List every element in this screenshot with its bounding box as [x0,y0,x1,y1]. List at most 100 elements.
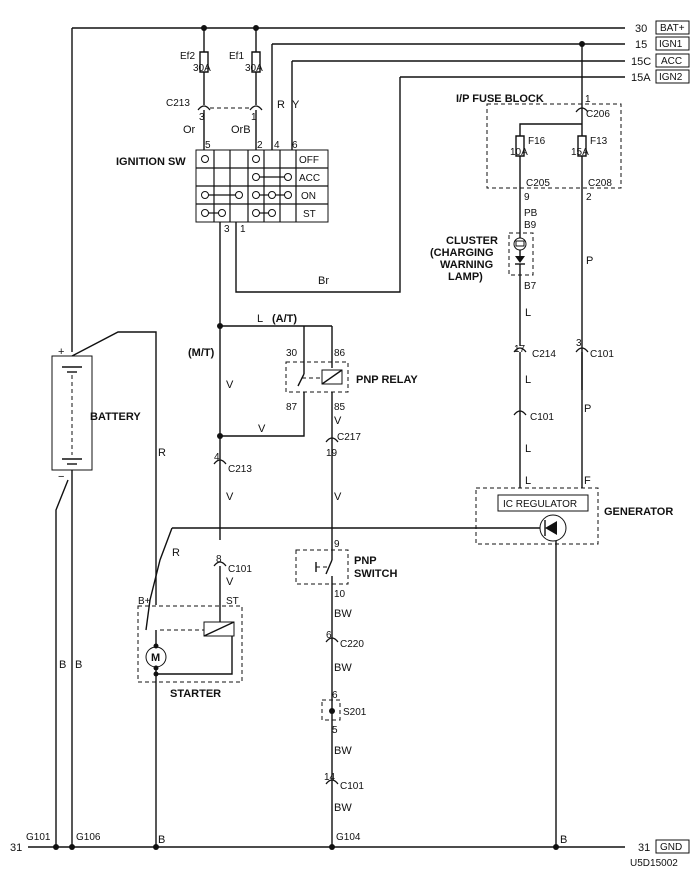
wire-color-br: Br [318,275,329,287]
c206-label: C206 [586,109,610,120]
ic-regulator-label: IC REGULATOR [503,499,577,510]
bat-tag [655,20,690,35]
bat-tag-label: BAT+ [660,23,685,34]
diagram-code: U5D15002 [630,858,678,869]
ign-pos-st: ST [303,209,316,220]
bus-dots [53,25,585,850]
cluster-pin-b9: B9 [524,220,537,231]
ign-pin-2: 2 [257,140,263,151]
starter-outline [137,605,243,683]
gnd-tag-label: GND [660,842,682,853]
wire-color-r-top: R [277,99,285,111]
ign-pos-acc: ACC [299,173,320,184]
wire-color-b-gen: B [560,834,567,846]
c101-starter-connector [213,561,227,567]
wire-color-v-85: V [334,415,342,427]
wire-color-b-2: B [75,659,82,671]
ign2-tag [655,69,690,84]
c101-label-4: C101 [340,781,364,792]
c213-connector-2 [213,459,227,465]
wire-color-bw-4: BW [334,802,352,814]
c213-label-2: C213 [228,464,252,475]
ign-pos-off: OFF [299,155,319,166]
starter-title: STARTER [170,688,221,700]
c101-p-connector [575,347,589,353]
motor-label: M [151,652,160,664]
cluster-title-2: (CHARGING [430,247,494,259]
c220-label: C220 [340,639,364,650]
relay-pin-87: 87 [286,402,298,413]
ef1-name: Ef1 [229,51,244,62]
s201-pin5: 5 [332,725,338,736]
c217-label: C217 [337,432,361,443]
wire-color-p-1: P [586,255,593,267]
ign-pin-6: 6 [292,140,298,151]
c206-pin1: 1 [585,94,591,105]
cluster-title-3: WARNING [440,259,493,271]
pnp-switch-icon [315,550,333,584]
wire-color-orb: OrB [231,124,251,136]
bus-15a-number: 15A [631,72,651,84]
at-label: (A/T) [272,313,297,325]
generator-outline [475,487,599,545]
generator-title: GENERATOR [604,506,673,518]
c213-pin4: 4 [214,452,220,463]
c208-label: C208 [588,178,612,189]
s201-pin6: 6 [332,690,338,701]
starter-solenoid-icon [203,621,235,637]
fuse-f13 [577,44,587,390]
bus-lines [28,27,625,848]
ip-fuse-block-title: I/P FUSE BLOCK [456,93,544,105]
gnd-tag [655,839,690,854]
c205-label: C205 [526,178,550,189]
generator-diode-icon [539,514,567,542]
c101-label-1: C101 [590,349,614,360]
battery-minus: − [58,471,64,483]
acc-tag-label: ACC [661,56,682,67]
cluster-title-1: CLUSTER [446,235,498,247]
ign-pos-on: ON [301,191,316,202]
wire-color-pb: PB [524,208,538,219]
fuse-ef2 [199,28,209,105]
wire-color-l-at: L [257,313,263,325]
wire-color-v-st: V [226,576,234,588]
mt-label: (M/T) [188,347,215,359]
ignition-switch [195,149,329,223]
c213-pin1: 1 [251,112,257,123]
ef2-name: Ef2 [180,51,195,62]
ground-g104: G104 [336,832,361,843]
starter-solenoid-return [156,636,233,675]
ip-fuse-block-outline [486,103,622,189]
cluster-pin-b7: B7 [524,281,537,292]
bus-31-left-number: 31 [10,842,22,854]
c214-connector [513,347,527,353]
ignition-switch-title: IGNITION SW [116,156,186,168]
wire-color-r-bat: R [158,447,166,459]
c213-top-label: C213 [166,98,190,109]
f13-name: F13 [590,136,608,147]
ground-g101: G101 [26,832,51,843]
c101-pin8: 8 [216,554,222,565]
relay-switch-blade [297,373,305,387]
wire-color-l-2: L [525,374,531,386]
c214-label: C214 [532,349,556,360]
c101-pin14: 14 [324,772,336,783]
wire-color-v-87: V [258,423,266,435]
c213-pin3: 3 [199,112,205,123]
wire-color-v-mt: V [226,379,234,391]
wire-color-or: Or [183,124,196,136]
pnp-switch-title-2: SWITCH [354,568,397,580]
c101-l-connector [513,410,527,416]
ign-pin-5: 5 [205,140,211,151]
wire-color-y: Y [292,99,300,111]
c101-label-2: C101 [530,412,554,423]
ign-pin-3: 3 [224,224,230,235]
connector-c213-top [197,105,263,150]
wire-color-v-c213: V [226,491,234,503]
wire-v-relay-87 [220,392,305,437]
ign-pin-1: 1 [240,224,246,235]
c101-bw-connector [325,779,339,785]
wire-br [235,77,401,293]
c220-connector [325,637,339,643]
